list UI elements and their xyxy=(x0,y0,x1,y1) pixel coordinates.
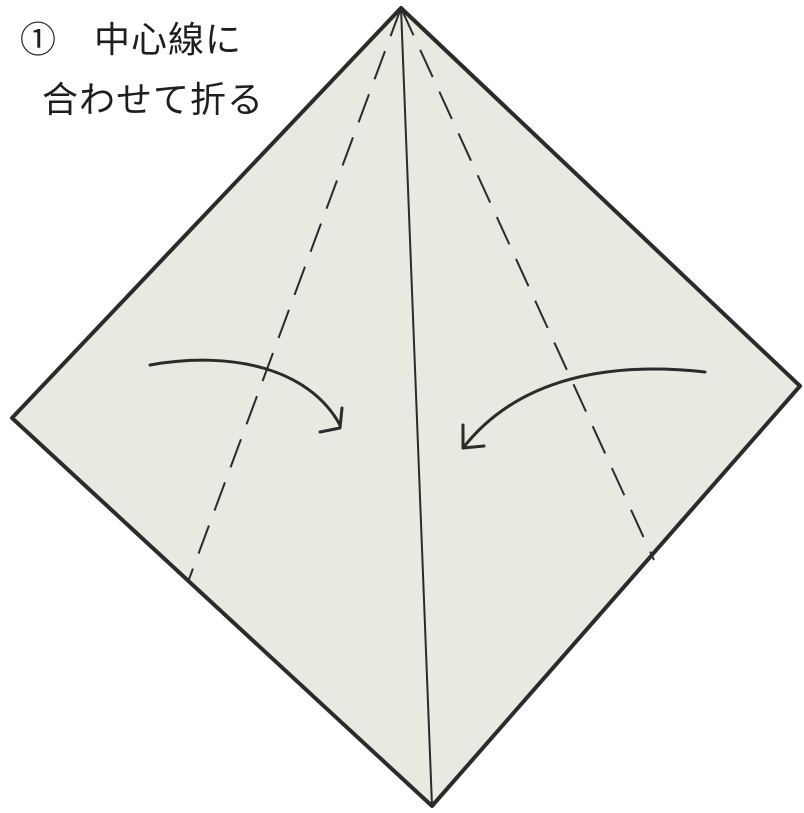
right-fold-line xyxy=(400,7,655,561)
left-fold-line xyxy=(187,7,402,583)
step-instruction: ① 中心線に 合わせて折る xyxy=(0,0,300,140)
step-description: 合わせて折る xyxy=(36,78,271,124)
curved-arrow-left-icon xyxy=(461,367,707,450)
center-line xyxy=(400,7,433,807)
step-title: ① 中心線に xyxy=(14,18,249,64)
curved-arrow-right-icon xyxy=(148,358,344,434)
